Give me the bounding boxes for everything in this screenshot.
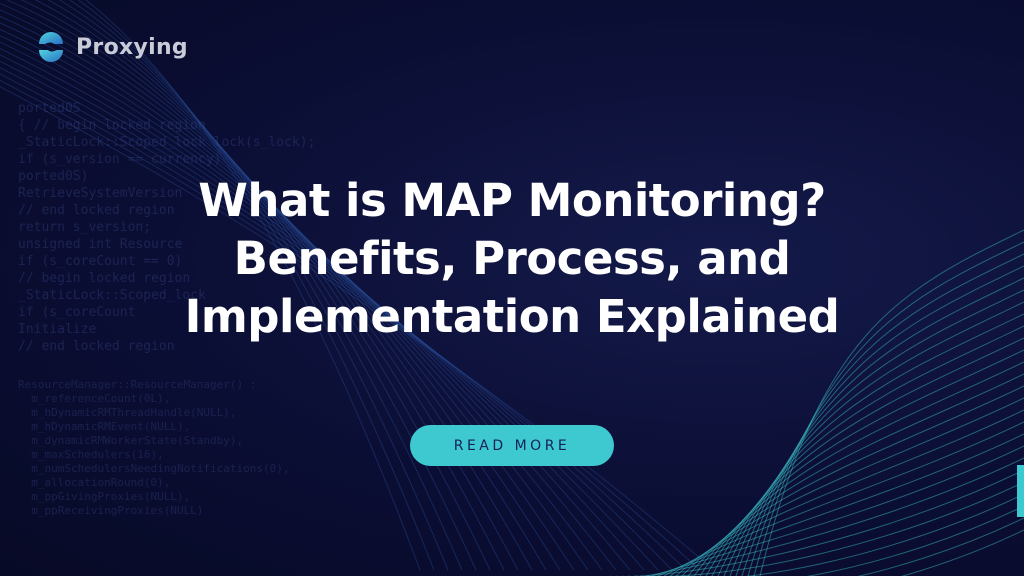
decorative-arc (0, 86, 715, 571)
decorative-wave (675, 397, 1024, 576)
decorative-wave (657, 433, 1024, 576)
headline-line: Benefits, Process, and (233, 232, 791, 285)
decorative-arc (0, 54, 645, 571)
decorative-arc (0, 73, 687, 571)
background-code-left: ported0S { // begin locked region _Stati… (18, 101, 316, 354)
headline: What is MAP Monitoring? Benefits, Proces… (0, 172, 1024, 346)
decorative-wave (741, 265, 1024, 576)
proxying-logo-icon (39, 32, 63, 62)
decorative-arc (0, 79, 701, 571)
decorative-wave (723, 301, 1024, 576)
decorative-wave (616, 517, 1024, 576)
decorative-wave (735, 277, 1024, 576)
decorative-wave (747, 253, 1024, 576)
decorative-wave (711, 325, 1024, 576)
decorative-wave (622, 505, 1024, 576)
decorative-arc (77, 0, 435, 571)
decorative-arc (0, 67, 673, 571)
decorative-wave (681, 385, 1024, 576)
decorative-wave (610, 529, 1024, 576)
accent-bar (1017, 465, 1024, 517)
decorative-wave (687, 373, 1024, 576)
decorative-wave (699, 349, 1024, 576)
decorative-arc (47, 0, 477, 571)
decorative-wave (639, 469, 1024, 576)
decorative-arc (0, 60, 659, 571)
decorative-wave (753, 241, 1024, 576)
decorative-arc (68, 0, 449, 571)
read-more-button[interactable]: READ MORE (410, 425, 614, 466)
decorative-arc (58, 0, 463, 571)
decorative-wave (663, 421, 1024, 576)
brand-logo[interactable]: Proxying (36, 32, 188, 62)
decorative-wave (717, 313, 1024, 576)
headline-line: What is MAP Monitoring? (198, 174, 826, 227)
decorative-wave (759, 229, 1024, 576)
background-code-right: ResourceManager::ResourceManager() : m_r… (18, 378, 290, 517)
decorative-arc (85, 0, 421, 571)
decorative-wave (651, 445, 1024, 576)
decorative-wave (645, 457, 1024, 576)
decorative-wave (669, 409, 1024, 576)
decorative-wave (693, 361, 1024, 576)
decorative-wave (705, 337, 1024, 576)
headline-line: Implementation Explained (184, 290, 840, 343)
decorative-wave (628, 493, 1024, 576)
decorative-wave (729, 289, 1024, 576)
brand-name: Proxying (76, 34, 188, 60)
